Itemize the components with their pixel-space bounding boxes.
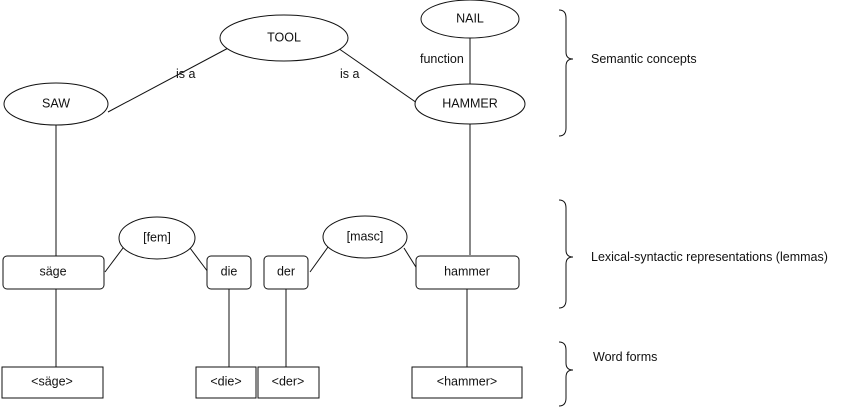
- concept-tool-label: TOOL: [267, 30, 301, 44]
- concept-hammer-label: HAMMER: [442, 96, 498, 110]
- is-a-label-saw: is a: [176, 67, 196, 81]
- wordform-hammer-label: <hammer>: [437, 374, 497, 388]
- edge-fem-die: [189, 247, 209, 273]
- lemma-saege: säge: [2, 255, 105, 290]
- concept-nail-label: NAIL: [456, 11, 484, 25]
- lemma-der: der: [263, 255, 309, 290]
- lemma-hammer: hammer: [415, 255, 520, 290]
- feature-fem-label: [fem]: [143, 230, 171, 244]
- feature-fem: [fem]: [118, 216, 196, 260]
- edge-der-masc: [309, 246, 329, 273]
- wordform-der: <der>: [257, 366, 320, 399]
- concept-saw: SAW: [3, 82, 109, 126]
- level-label-word-forms: Word forms: [593, 350, 657, 364]
- brace-lexical: [558, 199, 574, 309]
- edge-tool-saw: [107, 45, 233, 113]
- wordform-hammer: <hammer>: [411, 366, 523, 399]
- wordform-saege: <säge>: [1, 366, 104, 399]
- edges: [55, 36, 471, 368]
- concept-saw-label: SAW: [42, 96, 70, 110]
- brace-semantic: [558, 9, 574, 137]
- function-label: function: [420, 52, 464, 66]
- level-label-semantic: Semantic concepts: [591, 52, 697, 66]
- feature-masc: [masc]: [322, 215, 408, 259]
- concept-nail: NAIL: [420, 0, 520, 39]
- edge-tool-hammer: [334, 45, 431, 113]
- wordform-die: <die>: [195, 366, 257, 399]
- is-a-label-hammer: is a: [340, 67, 360, 81]
- edge-labels: is a is a function: [176, 52, 464, 81]
- lemma-der-label: der: [277, 264, 295, 278]
- lemma-die-label: die: [221, 264, 238, 278]
- feature-masc-label: [masc]: [347, 229, 384, 243]
- lemma-die: die: [206, 255, 252, 290]
- brace-word-forms: [558, 341, 574, 407]
- concept-tool: TOOL: [219, 14, 349, 62]
- wordform-die-label: <die>: [210, 374, 241, 388]
- lemma-saege-label: säge: [39, 264, 66, 278]
- lemma-hammer-label: hammer: [444, 264, 490, 278]
- wordform-der-label: <der>: [272, 374, 305, 388]
- wordform-saege-label: <säge>: [31, 374, 73, 388]
- level-label-lexical: Lexical-syntactic representations (lemma…: [591, 250, 828, 264]
- edge-saege-fem: [104, 247, 124, 273]
- concept-hammer: HAMMER: [414, 83, 526, 125]
